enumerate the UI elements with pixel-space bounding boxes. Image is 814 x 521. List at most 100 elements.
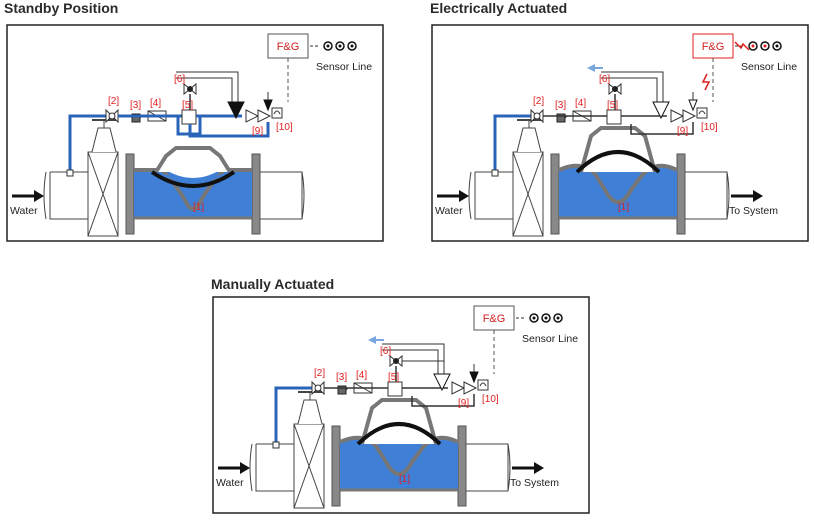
strainer-3-body [131,113,141,123]
chamber-water [156,172,230,183]
outlet-pipe-end [507,443,511,492]
priming-tube [274,386,312,446]
right-flange [676,153,686,235]
sensor-dot-core [775,44,779,48]
tag-label: [1] [399,474,410,485]
solenoid-10 [696,107,708,119]
fg-box [473,305,515,331]
sensor-dot-core [338,44,342,48]
tag-label: [10] [482,394,499,405]
left-flange [125,153,135,235]
inlet-pipe-end [249,443,253,492]
water-arrow-head [240,462,250,474]
inlet-pipe-end [43,171,47,220]
sensor-dot-core [556,316,560,320]
outlet-pipe-end [726,171,730,220]
bonnet-return [411,394,475,407]
tag-label: [5] [607,100,618,111]
isolation-valve-cross [293,423,325,509]
tag-label: [4] [150,98,161,109]
strainer-3-body [556,113,566,123]
tag-label: [2] [533,96,544,107]
right-flange [251,153,261,235]
three-way-9a [451,381,466,395]
solenoid-10 [477,379,489,391]
to-system-label: To System [510,477,559,489]
solenoid-10 [271,107,283,119]
manual-valve-6-ball [612,86,618,92]
three-way-9a [670,109,685,123]
pilot-valve-triangle [227,101,245,120]
tag-label: [4] [575,98,586,109]
bonnet-return [188,122,270,138]
ball-valve-2-ball [533,112,541,120]
ball-valve-2-ball [314,384,322,392]
sensor-dot-core [751,44,755,48]
valve-water [134,170,252,218]
standby-title: Standby Position [4,0,119,16]
ball-valve-2-ball [108,112,116,120]
solenoid-bolt [701,73,711,91]
sensor-line-label: Sensor Line [316,61,372,73]
priming-tube [493,114,531,174]
valve-bonnet [154,146,232,174]
system-arrow-head [534,462,544,474]
water-arrow-head [459,190,469,202]
sensor-dot-core [763,44,767,48]
tee-5 [387,381,403,397]
water-label: Water [435,205,463,217]
electrical-title: Electrically Actuated [430,0,568,16]
tee-5 [606,109,622,125]
three-way-9b [682,109,697,123]
valve-water [559,161,677,218]
tag-label: [9] [252,126,263,137]
sensor-dot-core [532,316,536,320]
left-flange [331,425,341,507]
isolation-valve-cross [87,151,119,237]
tag-label: [10] [276,122,293,133]
tag-label: [1] [618,202,629,213]
manual-valve-6-ball [393,358,399,364]
pilot-line [601,71,664,106]
water-arrow-head [34,190,44,202]
manual-title: Manually Actuated [211,276,335,292]
solenoid-10-coil [698,110,706,115]
pilot-line [176,71,239,106]
priming-tube [68,114,106,174]
pilot-valve-triangle [652,101,670,120]
three-way-9a [245,109,260,123]
tag-label: [9] [677,126,688,137]
isolation-valve-cross [512,151,544,237]
solenoid-10-coil [273,110,281,115]
priming-tap [491,169,499,177]
tag-label: [2] [108,96,119,107]
sensor-line-label: Sensor Line [741,61,797,73]
tag-label: [9] [458,398,469,409]
bonnet-return [630,122,694,135]
diaphragm [575,150,661,174]
signal-bolt [734,41,750,51]
pilot-line [382,343,445,378]
tag-label: [5] [182,100,193,111]
outlet-pipe [683,171,728,220]
water-label: Water [216,477,244,489]
priming-tap [272,441,280,449]
release-arrow-head [368,336,376,344]
outlet-pipe-end [301,171,305,220]
tag-label: [10] [701,122,718,133]
tag-label: [6] [599,74,610,85]
diaphragm [150,170,236,188]
manual-valve-6-ball [187,86,193,92]
diaphragm [356,422,442,446]
sensor-dot-core [326,44,330,48]
sensor-dot-core [544,316,548,320]
fg-box [267,33,309,59]
sensor-line-label: Sensor Line [522,333,578,345]
tag-label: [5] [388,372,399,383]
tag-label: [2] [314,368,325,379]
tag-label: [6] [174,74,185,85]
fg-label: F&G [483,313,506,325]
